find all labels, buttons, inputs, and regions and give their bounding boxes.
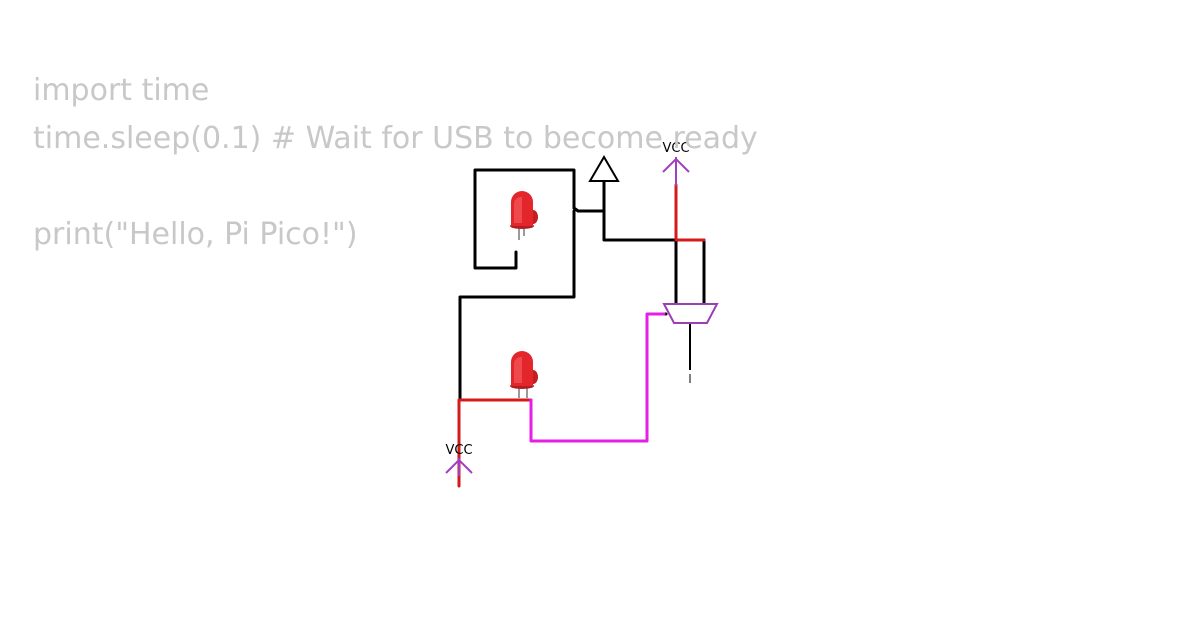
code-line-1: import time bbox=[33, 73, 210, 108]
mux-body bbox=[662, 303, 719, 324]
wire-ground-to-mux[interactable] bbox=[602, 180, 678, 306]
vcc-top-label: VCC bbox=[662, 141, 689, 156]
triangle-icon bbox=[588, 155, 620, 182]
led-1-leg-right bbox=[523, 226, 525, 236]
vcc-bottom-arrow-icon bbox=[445, 458, 473, 474]
vcc-bottom-symbol[interactable]: VCC bbox=[445, 443, 473, 476]
led-2-leg-right bbox=[526, 386, 528, 398]
wire-ground-junction[interactable] bbox=[572, 206, 606, 213]
led-2-side bbox=[533, 370, 538, 384]
led-2[interactable] bbox=[510, 351, 538, 398]
led-1-highlight bbox=[513, 196, 522, 223]
code-line-3 bbox=[33, 163, 758, 211]
wire-vcc-top[interactable] bbox=[674, 183, 706, 242]
code-line-2: time.sleep(0.1) # Wait for USB to become… bbox=[33, 121, 758, 156]
vcc-top-symbol[interactable]: VCC bbox=[662, 141, 690, 186]
led-2-highlight bbox=[513, 356, 522, 383]
wires-red bbox=[457, 183, 706, 488]
vcc-top-arrow-icon bbox=[662, 157, 690, 173]
wire-upper-loop[interactable] bbox=[473, 168, 576, 270]
wire-vcc-bottom[interactable] bbox=[457, 398, 533, 488]
led-1-side bbox=[533, 210, 538, 224]
led-1[interactable] bbox=[510, 191, 538, 240]
code-overlay: import time time.sleep(0.1) # Wait for US… bbox=[33, 67, 758, 259]
led-2-leg-left bbox=[518, 386, 520, 398]
led-1-leg-left bbox=[518, 226, 520, 240]
mux[interactable] bbox=[662, 303, 719, 324]
vcc-bottom-label: VCC bbox=[445, 443, 472, 458]
wire-magenta[interactable] bbox=[529, 312, 666, 443]
code-line-4: print("Hello, Pi Pico!") bbox=[33, 217, 358, 252]
ground-triangle[interactable] bbox=[588, 155, 620, 182]
wire-left-loop[interactable] bbox=[458, 209, 576, 402]
